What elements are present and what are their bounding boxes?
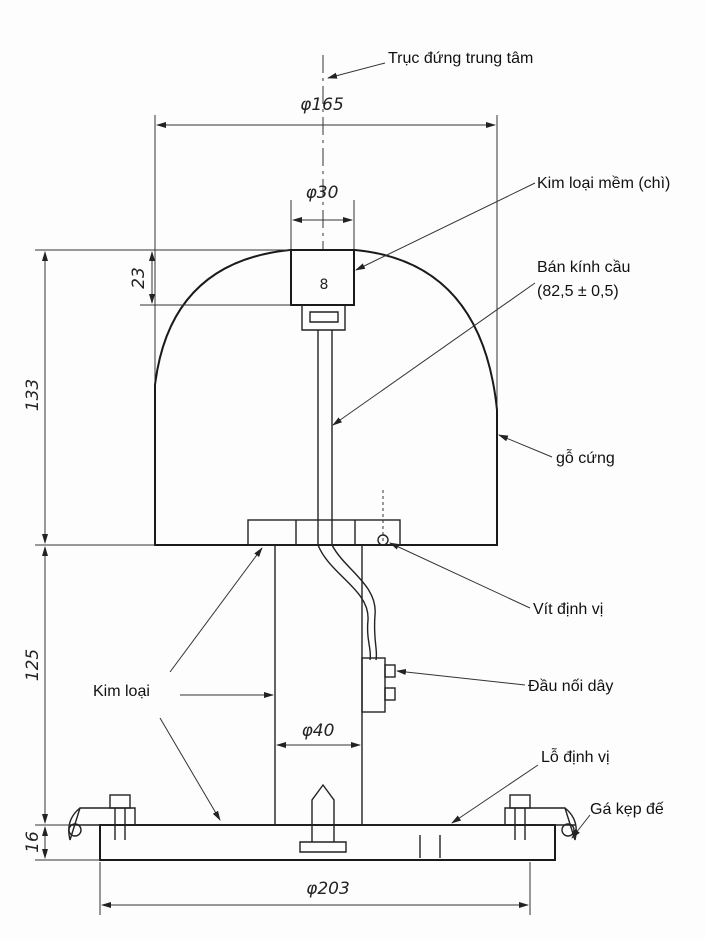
label-metal: Kim loại	[93, 683, 150, 700]
hardwood-dome	[154, 249, 498, 546]
wire-rod	[317, 330, 378, 661]
label-sphere-radius: Bán kính cầu	[537, 259, 630, 276]
label-hardwood: gỗ cứng	[556, 448, 615, 467]
locating-screw	[377, 490, 389, 546]
dim-d30: φ30	[306, 183, 339, 203]
leader-lines	[159, 182, 591, 839]
base-plate	[70, 783, 575, 861]
label-locating-screw: Vít định vị	[533, 601, 603, 618]
metal-column	[274, 545, 363, 825]
dim-h133: 133	[23, 379, 43, 411]
label-central-axis: Trục đứng trung tâm	[388, 50, 533, 67]
label-wire-connector: Đầu nối dây	[528, 678, 613, 695]
dim-d203: φ203	[306, 879, 350, 899]
dim-h125: 125	[23, 649, 43, 681]
label-sphere-radius-value: (82,5 ± 0,5)	[537, 283, 619, 300]
label-soft-metal: Kim loại mềm (chì)	[537, 175, 670, 192]
vertical-dimensions	[35, 249, 291, 861]
label-base-clamp: Gá kẹp đế	[590, 801, 664, 818]
dimension-d203	[99, 862, 531, 915]
dim-h23: 23	[129, 267, 149, 289]
clamp-piece	[301, 305, 346, 331]
wire-connector	[361, 657, 396, 713]
dimension-d30	[290, 200, 355, 250]
dim-d40: φ40	[302, 721, 335, 741]
soft-metal-block	[290, 249, 355, 306]
base-clamp-right	[504, 794, 577, 841]
metal-plate-top	[247, 519, 401, 546]
dim-d165: φ165	[300, 95, 344, 115]
base-clamp-left	[68, 794, 136, 841]
dimension-d165	[154, 115, 498, 410]
dim-h16: 16	[23, 831, 43, 853]
block-mark: 8	[320, 277, 329, 293]
label-locating-hole: Lỗ định vị	[541, 747, 610, 766]
